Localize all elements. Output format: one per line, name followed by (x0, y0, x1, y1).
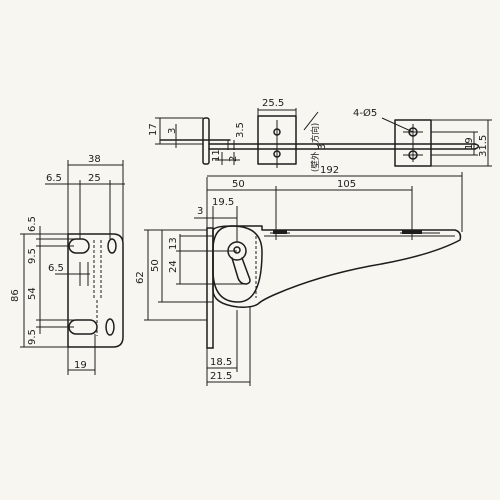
wall-direction-note: (壁外し方向) (310, 123, 321, 172)
top-view: 2 11 17 3 3.5 25.5 3 (壁外し方向) 4-Ø5 (148, 98, 492, 172)
side-hole-top (107, 238, 117, 254)
holes-leader (381, 117, 414, 133)
dim-38-label: 38 (88, 154, 101, 165)
top-dim-19-label: 19 (464, 137, 475, 150)
dim-9-5-bottom-label: 9.5 (27, 329, 38, 345)
side-plate-outline (67, 233, 124, 348)
dim-86-label: 86 (10, 289, 21, 302)
top-dim-17-label: 17 (148, 123, 159, 136)
boss-outline (212, 225, 263, 303)
holes-note-label: 4-Ø5 (353, 107, 377, 119)
top-plate-2 (394, 119, 432, 167)
dim-21-5-label: 21.5 (210, 371, 232, 382)
dim-192-label: 192 (320, 165, 339, 176)
top-dim-25-5-label: 25.5 (262, 98, 284, 109)
dim-54-label: 54 (27, 287, 38, 300)
dim-6-5-top-label: 6.5 (46, 173, 62, 184)
keyhole-inner (233, 246, 241, 254)
side-hole-bottom (105, 318, 115, 336)
keyhole-slot (231, 257, 251, 285)
front-view: 192 50 105 3 19.5 62 50 24 13 (135, 165, 463, 386)
dim-105-label: 105 (337, 179, 356, 190)
top-dim-31-5-label: 31.5 (478, 135, 489, 157)
top-dim-3b-label: 3 (317, 144, 328, 150)
dim-13-label: 13 (168, 237, 179, 250)
dim-6-5-left-label: 6.5 (27, 216, 38, 232)
dim-50-label: 50 (232, 179, 245, 190)
top-dim-3-5-label: 3.5 (235, 122, 246, 138)
dim-3-label: 3 (197, 206, 203, 217)
slot-mark-1 (273, 230, 287, 234)
dim-50v-label: 50 (150, 259, 161, 272)
top-dim-2-label: 2 (228, 156, 239, 162)
dim-18-5-label: 18.5 (210, 357, 232, 368)
side-view: 38 6.5 25 86 6.5 9.5 54 9.5 6.5 19 (10, 154, 125, 375)
dim-25-label: 25 (88, 173, 101, 184)
dim-6-5-inner-label: 6.5 (48, 263, 64, 274)
bracket-outline (212, 225, 462, 308)
dim-24-label: 24 (168, 260, 179, 273)
dim-9-5-top-label: 9.5 (27, 248, 38, 264)
dim-19-5-label: 19.5 (212, 197, 234, 208)
slot-mark-2 (402, 230, 422, 234)
top-dim-11-label: 11 (211, 149, 222, 162)
top-dim-3a-label: 3 (167, 128, 178, 134)
top-wall-plate (202, 117, 210, 165)
dim-19-bottom-label: 19 (74, 360, 87, 371)
dim-62-label: 62 (135, 271, 146, 284)
